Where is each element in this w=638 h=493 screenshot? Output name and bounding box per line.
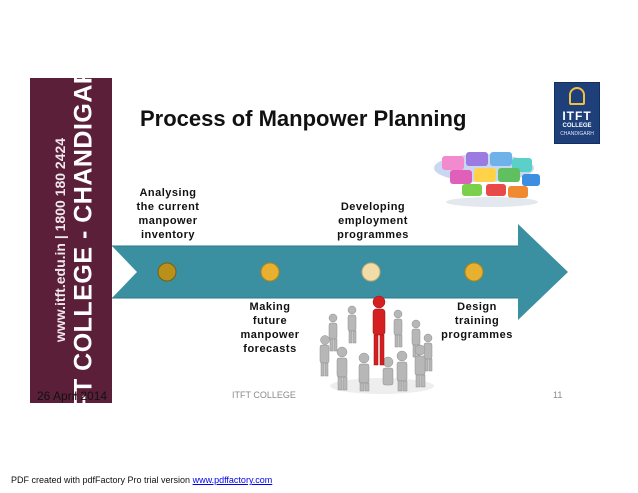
process-arrow <box>112 224 568 320</box>
step-making-line-4: forecasts <box>243 343 297 355</box>
footer-college: ITFT COLLEGE <box>232 390 296 400</box>
pdffactory-link[interactable]: www.pdffactory.com <box>192 475 273 485</box>
step-design-line-2: training <box>454 315 500 327</box>
slide-date: 26 April 2014 <box>37 389 108 403</box>
step-developing-line-2: employment <box>338 215 408 227</box>
logo-text-1: ITFT <box>562 109 592 123</box>
pdf-trial-note: PDF created with pdfFactory Pro trial ve… <box>11 475 272 485</box>
step-making-line-1: Making <box>249 301 291 313</box>
step-design-line-3: programmes <box>441 329 513 341</box>
step-making-label: Making future manpower forecasts <box>228 300 312 356</box>
step-analysing-label: Analysing the current manpower inventory <box>124 186 212 242</box>
logo-text-3: CHANDIGARH <box>560 131 594 137</box>
step-developing-line-1: Developing <box>340 201 406 213</box>
college-logo: ITFT COLLEGE CHANDIGARH <box>554 82 600 144</box>
puzzle-pieces-icon <box>434 152 540 207</box>
step-dot-1 <box>157 262 177 282</box>
logo-emblem-icon <box>569 87 585 105</box>
slide-title: Process of Manpower Planning <box>140 106 467 131</box>
step-analysing-line-3: manpower <box>138 215 198 227</box>
step-developing-line-3: programmes <box>337 229 409 241</box>
step-dot-4 <box>464 262 484 282</box>
step-design-line-1: Design <box>457 301 497 313</box>
page-number: 11 <box>553 390 563 400</box>
step-dot-2 <box>260 262 280 282</box>
people-group-icon <box>319 295 434 394</box>
step-making-line-2: future <box>252 315 288 327</box>
step-analysing-line-2: the current <box>136 201 200 213</box>
logo-text-2: COLLEGE <box>562 123 592 129</box>
step-analysing-line-4: inventory <box>140 229 195 241</box>
pdf-trial-text: PDF created with pdfFactory Pro trial ve… <box>11 475 193 485</box>
step-analysing-line-1: Analysing <box>139 187 197 199</box>
step-making-line-3: manpower <box>240 329 300 341</box>
college-sidebar: ITFT COLLEGE - CHANDIGARH www.itft.edu.i… <box>30 78 112 403</box>
step-dot-3 <box>361 262 381 282</box>
step-design-label: Design training programmes <box>432 300 522 342</box>
step-developing-label: Developing employment programmes <box>328 200 418 242</box>
